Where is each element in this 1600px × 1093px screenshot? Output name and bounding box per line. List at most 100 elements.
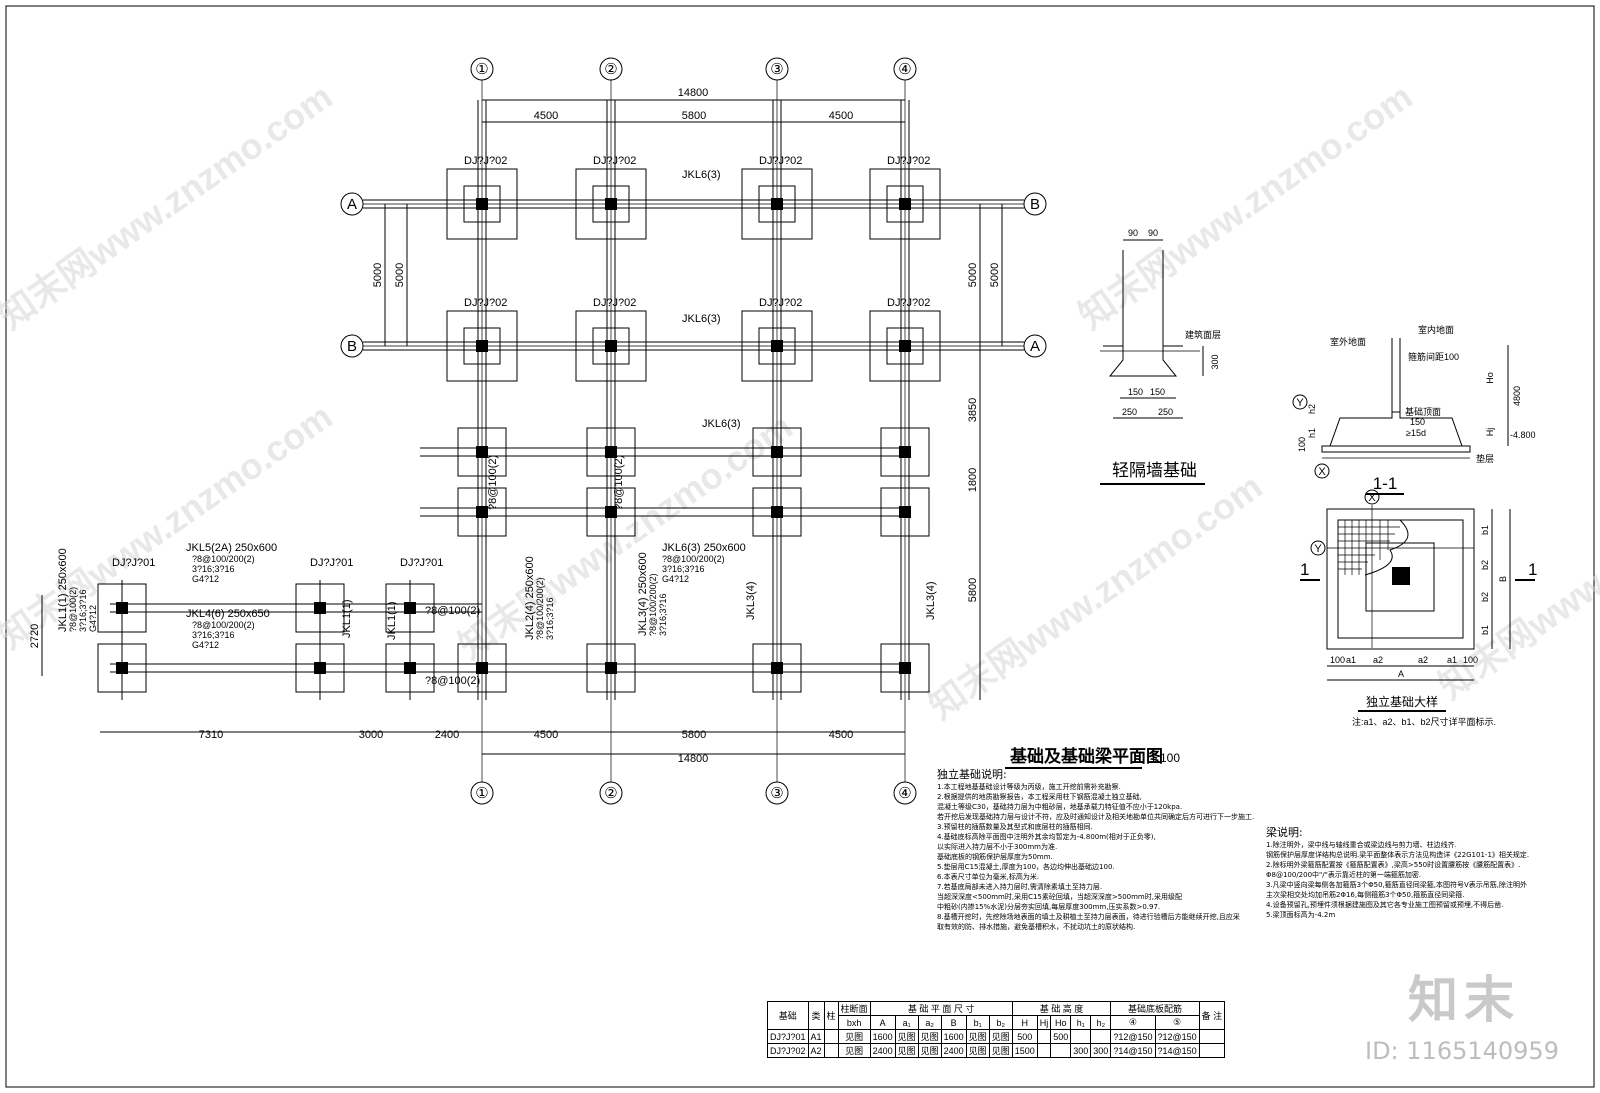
- svg-text:G4?12: G4?12: [192, 640, 219, 650]
- foundation-pad: [880, 487, 930, 537]
- note-line: 2.根据提供的地质勘察报告，本工程采用柱下钢筋混凝土独立基础,: [937, 793, 1142, 801]
- pad-label: DJ?J?01: [310, 557, 353, 569]
- svg-text:14800: 14800: [678, 753, 709, 765]
- note-line: 6.本表尺寸单位为毫米,标高为米.: [937, 873, 1040, 881]
- note-line: 4.基础底标高除平面图中注明外其余均暂定为-4.800m(相对于正负零),: [937, 833, 1156, 841]
- column: [476, 198, 488, 210]
- svg-text:5000: 5000: [394, 263, 406, 287]
- table-header-cell: 基 础 高 度: [1011, 1001, 1112, 1016]
- table-header-cell: h₂: [1090, 1015, 1112, 1030]
- svg-text:Y: Y: [1314, 543, 1322, 555]
- note-line: 混凝土等级C30，基础持力层为中粗砂层，地基承载力特征值不应小于120kpa.: [937, 803, 1183, 811]
- svg-text:a2: a2: [1373, 655, 1383, 665]
- isolated-footing-detail: X Y 1 1 100 a1 a2 a2 a1 100 A b1 b2 b2 b…: [1300, 489, 1537, 727]
- table-cell: DJ?J?02: [767, 1043, 809, 1058]
- svg-text:4500: 4500: [534, 729, 558, 741]
- svg-text:B: B: [1498, 576, 1508, 582]
- table-cell: A1: [807, 1029, 825, 1044]
- column: [771, 446, 783, 458]
- svg-text:JKL6(3): JKL6(3): [682, 313, 721, 325]
- svg-text:14800: 14800: [678, 87, 709, 99]
- table-header-cell: Ho: [1050, 1015, 1072, 1030]
- table-cell: 500: [1011, 1029, 1038, 1044]
- svg-text:150: 150: [1128, 387, 1143, 397]
- svg-text:3850: 3850: [967, 398, 979, 422]
- note-line: 若开挖后发现基础持力层与设计不符，应及时通知设计及相关地勘单位共同确定后方可进行…: [937, 813, 1255, 821]
- svg-text:JKL3(4): JKL3(4): [925, 581, 937, 620]
- svg-text:?8@100(2): ?8@100(2): [487, 455, 499, 510]
- svg-text:1-1: 1-1: [1373, 474, 1398, 493]
- svg-text:JKL6(3) 250x600: JKL6(3) 250x600: [662, 542, 746, 554]
- svg-text:100: 100: [1463, 655, 1478, 665]
- note-line: 4.设备预留孔,预埋件须根据建施图及其它各专业施工图预留或预埋,不得后凿.: [1266, 901, 1504, 909]
- svg-text:5000: 5000: [989, 263, 1001, 287]
- table-cell: 300: [1090, 1043, 1112, 1058]
- svg-text:3?16;3?16: 3?16;3?16: [192, 564, 235, 574]
- svg-text:箍筋间距100: 箍筋间距100: [1408, 351, 1459, 362]
- svg-text:4500: 4500: [829, 110, 853, 122]
- svg-text:X: X: [1318, 466, 1326, 478]
- svg-text:3?16;3?16: 3?16;3?16: [662, 564, 705, 574]
- note-line: 1.本工程地基基础设计等级为丙级，施工开挖前需补充勘察.: [937, 783, 1121, 791]
- note-line: 8.基槽开挖时，先挖除场地表面的填土及耕植土至持力层表面，待进行验槽后方能继续开…: [937, 913, 1240, 921]
- svg-text:A: A: [1030, 338, 1040, 355]
- foundation-pad: [880, 427, 930, 477]
- note-line: 7.若基底局部未进入持力层时,需清除素填土至持力层.: [937, 883, 1103, 891]
- table-cell: 见图: [894, 1043, 919, 1058]
- svg-text:B: B: [1030, 196, 1040, 213]
- svg-text:3?16;3?16: 3?16;3?16: [192, 630, 235, 640]
- column: [476, 340, 488, 352]
- svg-text:3?16;3?16: 3?16;3?16: [78, 589, 88, 632]
- pad-label: DJ?J?01: [112, 557, 155, 569]
- svg-text:?8@100/200(2): ?8@100/200(2): [648, 573, 658, 636]
- axis-label: ③: [770, 785, 783, 802]
- foundation-notes: 独立基础说明: 1.本工程地基基础设计等级为丙级，施工开挖前需补充勘察.2.根据…: [937, 769, 1257, 932]
- column: [899, 446, 911, 458]
- table-header-cell: b₁: [965, 1015, 990, 1030]
- svg-text:室外地面: 室外地面: [1330, 336, 1366, 347]
- column: [476, 662, 488, 674]
- note-line: 3.凡梁中竖向梁每侧各加箍筋3个Φ50,箍筋直径同梁箍,本图符号V表示吊筋,除注…: [1266, 881, 1528, 889]
- table-cell: 1600: [869, 1029, 896, 1044]
- svg-text:1800: 1800: [967, 468, 979, 492]
- svg-text:1: 1: [1300, 560, 1309, 579]
- svg-text:Ho: Ho: [1485, 372, 1495, 384]
- svg-text:?8@100/200(2): ?8@100/200(2): [662, 554, 725, 564]
- svg-text:h2: h2: [1307, 404, 1317, 414]
- table-cell: DJ?J?01: [767, 1029, 809, 1044]
- svg-text:G4?12: G4?12: [192, 574, 219, 584]
- table-header-cell: 类: [807, 1001, 825, 1030]
- column: [899, 198, 911, 210]
- svg-text:?8@100(2): ?8@100(2): [425, 675, 480, 687]
- svg-text:4500: 4500: [534, 110, 558, 122]
- notes-lines: 1.除注明外，梁中线与轴线重合或梁边线与剪力墙、柱边线齐. 钢筋保护层厚度详结构…: [1266, 840, 1536, 920]
- svg-text:b1: b1: [1480, 625, 1490, 635]
- svg-text:b2: b2: [1480, 560, 1490, 570]
- foundation-pad: DJ?J?01: [385, 557, 443, 633]
- svg-text:?8@100/200(2): ?8@100/200(2): [535, 577, 545, 640]
- notes-lines: 1.本工程地基基础设计等级为丙级，施工开挖前需补充勘察. 2.根据提供的地质勘察报…: [937, 782, 1257, 932]
- table-cell: [1036, 1043, 1052, 1058]
- pad-label: DJ?J?01: [400, 557, 443, 569]
- foundation-pad: [586, 643, 636, 693]
- table-cell: 2400: [869, 1043, 896, 1058]
- table-cell: 1500: [1011, 1043, 1038, 1058]
- column: [605, 446, 617, 458]
- note-line: 基础底板的钢筋保护层厚度为50mm.: [937, 853, 1053, 861]
- foundation-pad: [586, 427, 636, 477]
- table-cell: 见图: [917, 1043, 942, 1058]
- svg-text:JKL2(4) 250x600: JKL2(4) 250x600: [524, 556, 536, 640]
- table-cell: [1090, 1029, 1112, 1044]
- table-header-cell: H: [1011, 1015, 1038, 1030]
- table-header-cell: a₁: [894, 1015, 919, 1030]
- svg-text:100: 100: [1330, 655, 1345, 665]
- table-header-cell: 基 础 平 面 尺 寸: [869, 1001, 1013, 1016]
- table-cell: ?12@150: [1154, 1029, 1200, 1044]
- column: [476, 506, 488, 518]
- column: [771, 198, 783, 210]
- brand-logo: 知末: [1408, 971, 1520, 1029]
- table-cell: 1600: [940, 1029, 967, 1044]
- svg-text:Hj: Hj: [1485, 428, 1495, 437]
